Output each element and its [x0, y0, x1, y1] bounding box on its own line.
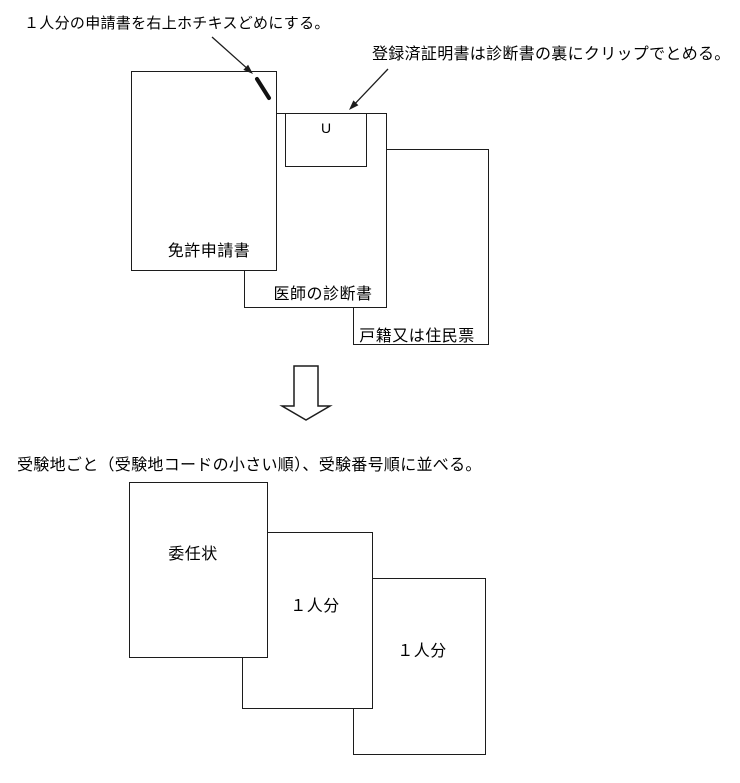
clip-note-text: 登録済証明書は診断書の裏にクリップでとめる。 — [372, 46, 731, 63]
doc-one-person-set-2-label: １人分 — [397, 643, 447, 660]
doc-family-register-label: 戸籍又は住民票 — [359, 328, 475, 345]
doc-power-of-attorney-label: 委任状 — [168, 546, 218, 563]
clip-annotation-arrow — [349, 68, 389, 110]
registered-certificate-clip-box: U — [285, 113, 367, 167]
doc-license-application-label: 免許申請書 — [167, 243, 251, 260]
doc-one-person-set-2: １人分 — [353, 578, 486, 755]
doc-power-of-attorney: 委任状 — [129, 482, 268, 658]
staple-note-text: １人分の申請書を右上ホチキスどめにする。 — [24, 15, 330, 32]
sort-note-text: 受験地ごと（受験地コードの小さい順）、受験番号順に並べる。 — [17, 457, 482, 474]
doc-medical-certificate-label: 医師の診断書 — [273, 286, 373, 303]
doc-license-application: 免許申請書 — [131, 71, 277, 271]
doc-one-person-set-1-label: １人分 — [290, 598, 340, 615]
paper-clip-icon: U — [320, 120, 332, 136]
staple-annotation-arrow — [211, 36, 253, 74]
down-arrow-icon — [279, 365, 333, 421]
